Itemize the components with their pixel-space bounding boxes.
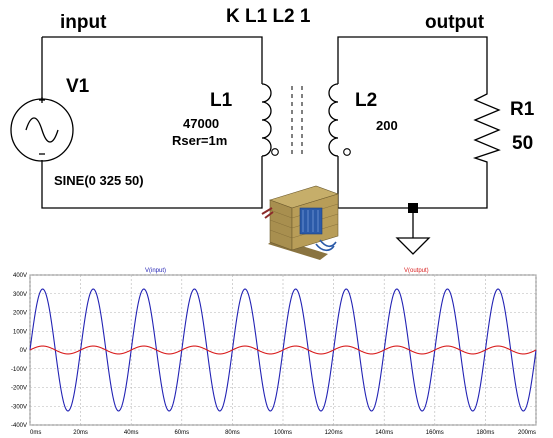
l2-phase-dot (343, 148, 351, 156)
v1-source-symbol (10, 97, 74, 162)
l2-inductor-symbol (328, 83, 339, 157)
x-tick-label: 200ms (518, 430, 536, 436)
ground-symbol (395, 237, 431, 255)
r1-resistor-symbol (472, 87, 501, 168)
primary-left-bottom-wire (41, 156, 263, 209)
l1-phase-dot (271, 148, 279, 156)
l1-inductor-symbol (261, 83, 272, 157)
secondary-bottom-wire (337, 156, 488, 209)
l1-rser-label: Rser=1m (172, 133, 228, 148)
x-tick-label: 180ms (476, 430, 494, 436)
y-tick-label: 400V (13, 273, 27, 279)
x-tick-label: 40ms (124, 430, 139, 436)
input-net-label: input (60, 12, 107, 33)
l2-name-label: L2 (355, 90, 378, 111)
r1-value-label: 50 (512, 133, 534, 154)
v1-value-label: SINE(0 325 50) (54, 173, 144, 188)
ground-node (408, 203, 418, 213)
y-tick-label: 100V (13, 329, 27, 335)
r1-name-label: R1 (510, 99, 535, 120)
v1-name-label: V1 (66, 76, 90, 97)
waveform-plot: 0ms 20ms 40ms 60ms 80ms 100ms 120ms 140ms 160ms 1… (11, 268, 537, 436)
y-tick-label: 200V (13, 311, 27, 317)
x-tick-label: 0ms (30, 430, 41, 436)
l2-value-label: 200 (376, 118, 398, 133)
y-tick-label: 300V (13, 292, 27, 298)
l1-name-label: L1 (210, 90, 233, 111)
x-tick-label: 140ms (375, 430, 393, 436)
x-tick-label: 80ms (225, 430, 240, 436)
legend-entry: V(output) (404, 268, 429, 274)
legend-entry: V(input) (145, 268, 166, 274)
y-tick-label: -200V (11, 386, 27, 392)
l1-value-label: 47000 (183, 116, 220, 131)
x-tick-label: 100ms (274, 430, 292, 436)
x-tick-label: 60ms (174, 430, 189, 436)
y-tick-label: -400V (11, 423, 27, 429)
y-tick-label: 0V (20, 348, 27, 354)
x-tick-label: 120ms (325, 430, 343, 436)
series-line-voutput (29, 345, 537, 355)
x-tick-label: 160ms (426, 430, 444, 436)
secondary-top-wire (337, 36, 488, 87)
x-tick-label: 20ms (73, 430, 88, 436)
output-net-label: output (425, 12, 485, 33)
y-tick-label: -300V (11, 404, 27, 410)
primary-top-wire (42, 36, 263, 84)
y-tick-label: -100V (11, 367, 27, 373)
schematic-diagram (10, 36, 501, 260)
coupling-directive: K L1 L2 1 (226, 6, 311, 27)
transformer-illustration (261, 185, 339, 260)
